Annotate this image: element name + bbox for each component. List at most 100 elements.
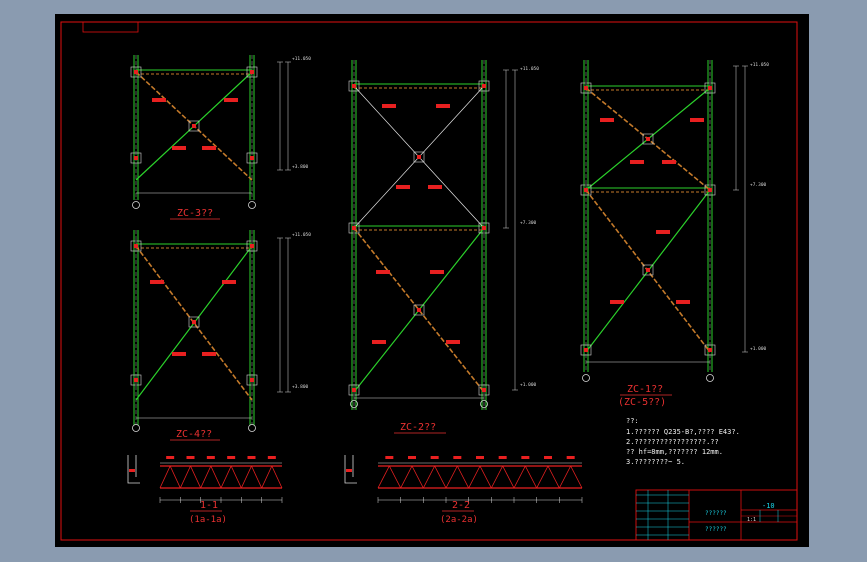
subtitle-section-1: (1a-1a)	[189, 515, 227, 525]
member-tag	[430, 270, 444, 274]
title-zc4: ZC-4??	[176, 429, 212, 440]
title-block	[635, 489, 798, 541]
brace-diagonal	[135, 245, 253, 401]
gusset-plate	[478, 222, 490, 234]
member-tag	[676, 300, 690, 304]
truss-web	[169, 465, 181, 489]
truss-web	[251, 465, 263, 489]
gusset-plate	[130, 240, 142, 252]
gusset-plate	[130, 66, 142, 78]
member-tag	[662, 160, 676, 164]
member-tag	[690, 118, 704, 122]
member-tag	[600, 118, 614, 122]
axis-bubble	[248, 201, 256, 209]
title-block-name: ??????	[705, 510, 727, 517]
gusset-weld	[192, 124, 196, 128]
gusset-weld	[417, 308, 421, 312]
gusset-plate	[413, 304, 425, 316]
gusset-weld	[646, 137, 650, 141]
gusset-plate	[478, 384, 490, 396]
member-tag	[385, 456, 394, 459]
truss-web	[422, 465, 436, 489]
truss-web	[570, 465, 583, 489]
drawing-border	[60, 21, 798, 541]
elevation-mid-zc1: +7.300	[750, 182, 767, 188]
gusset-plate	[246, 374, 258, 386]
axis-bubble	[248, 424, 256, 432]
elevation-low-zc4: +3.800	[292, 384, 309, 390]
member-tag	[436, 104, 450, 108]
elevation-top-zc3: +11.050	[292, 56, 311, 62]
gusset-weld	[134, 156, 138, 160]
axis-bubble	[706, 374, 714, 382]
member-tag	[372, 340, 386, 344]
gusset-weld	[192, 320, 196, 324]
member-tag	[446, 340, 460, 344]
gusset-plate	[348, 80, 360, 92]
truss-web	[513, 465, 526, 489]
truss-web	[547, 465, 560, 489]
gusset-weld	[352, 388, 356, 392]
gusset-weld	[708, 348, 712, 352]
truss-web	[536, 465, 549, 489]
truss-web	[220, 465, 232, 489]
member-tag	[129, 469, 135, 472]
truss-web	[400, 465, 413, 489]
truss-web	[445, 465, 458, 489]
gusset-plate	[246, 66, 258, 78]
elevation-top-zc2: +11.050	[520, 66, 539, 72]
drawing-sheet	[55, 14, 809, 547]
gusset-plate	[188, 120, 200, 132]
member-tag	[428, 185, 442, 189]
gusset-weld	[250, 70, 254, 74]
member-tag	[166, 456, 175, 459]
gusset-plate	[246, 152, 258, 164]
brace-frames-layer	[130, 55, 748, 432]
truss-web	[159, 465, 171, 489]
gusset-plate	[580, 344, 592, 356]
title-zc1: ZC-1??	[627, 384, 663, 395]
gusset-plate	[478, 80, 490, 92]
truss-web	[490, 465, 504, 489]
elevation-base-zc1: +1.000	[750, 346, 767, 352]
gusset-plate	[413, 151, 425, 163]
truss-web	[190, 465, 202, 489]
section-channel	[344, 455, 357, 484]
gusset-weld	[646, 268, 650, 272]
gusset-plate	[580, 82, 592, 94]
axis-bubble	[582, 374, 590, 382]
section-truss	[159, 456, 283, 503]
member-tag	[202, 352, 216, 356]
gusset-weld	[708, 188, 712, 192]
truss-web	[524, 465, 538, 489]
truss-web	[261, 465, 273, 489]
elevation-top-zc4: +11.050	[292, 232, 311, 238]
member-tag	[224, 98, 238, 102]
gusset-plate	[580, 184, 592, 196]
notes-line-4: 3.????????~ 5.	[626, 458, 685, 466]
gusset-plate	[642, 264, 654, 276]
gusset-plate	[188, 316, 200, 328]
member-tag	[222, 280, 236, 284]
channel-outline	[344, 455, 357, 484]
member-tag	[630, 160, 644, 164]
axis-bubble	[480, 400, 488, 408]
title-block-scale: 1:1	[747, 517, 756, 523]
gusset-plate	[130, 374, 142, 386]
member-tag	[566, 456, 575, 459]
member-tag	[610, 300, 624, 304]
corner-stamp	[82, 21, 139, 33]
gusset-weld	[250, 156, 254, 160]
gusset-plate	[642, 133, 654, 145]
gusset-plate	[246, 240, 258, 252]
member-tag	[152, 98, 166, 102]
section-details-layer	[127, 455, 583, 503]
section-channel	[127, 455, 140, 484]
member-tag	[376, 270, 390, 274]
gusset-weld	[352, 84, 356, 88]
gusset-plate	[348, 222, 360, 234]
elevation-base-zc2: +1.000	[520, 382, 537, 388]
frame-zc2	[348, 60, 518, 410]
gusset-plate	[704, 82, 716, 94]
